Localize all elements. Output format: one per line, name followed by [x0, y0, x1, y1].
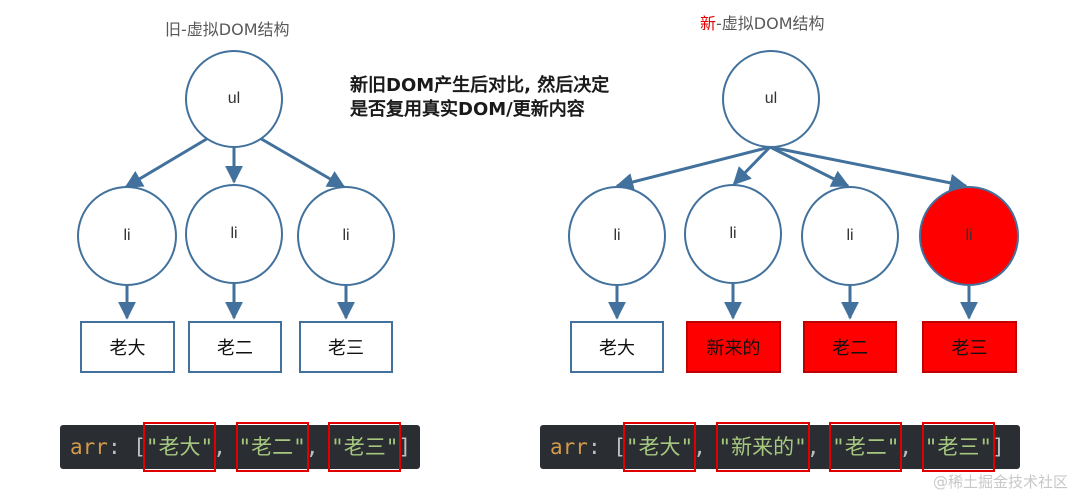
- new-edge-ul-li1: [615, 145, 771, 191]
- new-ul-node: ul: [722, 50, 820, 148]
- code-colon: :: [587, 435, 601, 459]
- code-string-1: "老大": [142, 422, 217, 472]
- new-array-code: arr: ["老大", "新来的", "老二", "老三"]: [540, 422, 1020, 472]
- new-li-node-3: li: [801, 186, 899, 286]
- new-item-box-1: 老大: [570, 321, 664, 373]
- old-item-box-2: 老二: [188, 321, 282, 373]
- code-open-bracket: [: [613, 435, 626, 459]
- old-item-box-3: 老三: [299, 321, 393, 373]
- code-sep: ,: [806, 435, 820, 459]
- new-item-box-2-highlighted: 新来的: [686, 321, 781, 373]
- code-close-bracket: ]: [992, 435, 1005, 459]
- code-string-3: "老三": [328, 422, 402, 472]
- code-sep: ,: [213, 435, 226, 459]
- note-line-1: 新旧DOM产生后对比, 然后决定: [350, 75, 610, 96]
- old-edge-ul-li1: [124, 135, 211, 189]
- code-string-4: "老三": [921, 422, 996, 472]
- comparison-note: 新旧DOM产生后对比, 然后决定 是否复用真实DOM/更新内容: [350, 74, 609, 122]
- old-ul-node: ul: [185, 50, 283, 148]
- new-li-node-1: li: [568, 186, 666, 286]
- old-array-code: arr: ["老大", "老二", "老三"]: [60, 422, 420, 472]
- new-tree-title: 新-虚拟DOM结构: [700, 10, 825, 34]
- watermark: @稀土掘金技术社区: [932, 473, 1068, 491]
- new-item-box-4-highlighted: 老三: [922, 321, 1017, 373]
- code-string-3: "老二": [829, 422, 903, 472]
- new-edge-ul-li3: [769, 145, 850, 188]
- new-title-highlight: 新: [700, 14, 717, 33]
- new-edge-ul-li2: [732, 145, 772, 186]
- new-item-box-3-highlighted: 老二: [803, 321, 897, 373]
- code-sep: ,: [693, 435, 706, 459]
- code-close-bracket: ]: [398, 435, 412, 459]
- new-li-node-4-highlighted: li: [919, 186, 1019, 286]
- old-tree-title: 旧-虚拟DOM结构: [165, 20, 290, 39]
- new-edge-ul-li4: [769, 145, 968, 192]
- new-title-rest: -虚拟DOM结构: [716, 14, 825, 33]
- code-var: arr: [70, 435, 108, 459]
- code-sep: ,: [899, 435, 913, 459]
- code-colon: :: [107, 435, 121, 459]
- code-var: arr: [550, 435, 588, 459]
- code-open-bracket: [: [133, 435, 146, 459]
- old-item-box-1: 老大: [80, 321, 175, 373]
- code-string-2: "老二": [235, 422, 309, 472]
- new-li-node-2: li: [684, 184, 782, 284]
- note-line-2: 是否复用真实DOM/更新内容: [350, 99, 585, 120]
- code-string-2: "新来的": [715, 422, 810, 472]
- code-string-1: "老大": [622, 422, 697, 472]
- code-sep: ,: [305, 435, 319, 459]
- old-li-node-2: li: [185, 184, 283, 284]
- old-li-node-3: li: [297, 186, 395, 286]
- old-edge-ul-li3: [257, 135, 346, 189]
- old-li-node-1: li: [77, 186, 177, 286]
